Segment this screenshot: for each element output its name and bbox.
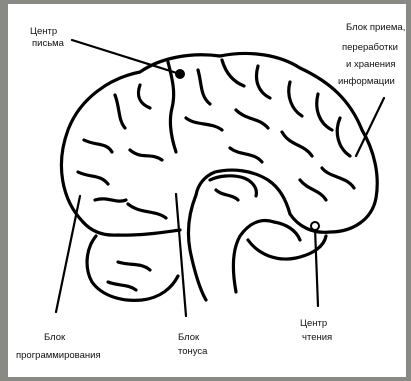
label-input-block: Блок приема, переработки и хранения инфо… bbox=[338, 22, 405, 87]
svg-text:программирования: программирования bbox=[16, 350, 101, 361]
svg-text:Блок приема,: Блок приема, bbox=[346, 22, 405, 33]
label-line: и хранения bbox=[346, 59, 396, 70]
brainstem bbox=[188, 195, 206, 300]
label-programming-block: Блок программирования bbox=[16, 332, 101, 361]
svg-text:Центр: Центр bbox=[30, 26, 57, 37]
writing-center-dot bbox=[175, 69, 185, 79]
svg-text:Блок: Блок bbox=[44, 332, 66, 343]
svg-text:письма: письма bbox=[32, 38, 65, 49]
label-line: программирования bbox=[16, 350, 101, 361]
pointer-writing-center bbox=[72, 40, 180, 74]
temporal-lobe bbox=[87, 236, 178, 300]
label-line: Блок bbox=[44, 332, 66, 343]
cerebellum bbox=[248, 236, 326, 259]
svg-text:переработки: переработки bbox=[342, 42, 398, 53]
pons bbox=[210, 176, 256, 196]
label-writing-center: Центр письма bbox=[30, 26, 65, 49]
label-tone-block: Блок тонуса bbox=[178, 332, 208, 357]
frontal-base bbox=[83, 222, 180, 235]
label-line: чтения bbox=[302, 332, 332, 343]
label-line: письма bbox=[32, 38, 65, 49]
svg-text:Блок: Блок bbox=[178, 332, 200, 343]
svg-text:Центр: Центр bbox=[300, 318, 327, 329]
pointer-reading-center bbox=[315, 228, 318, 306]
label-line: Центр bbox=[30, 26, 57, 37]
cerebellum-inner bbox=[274, 222, 300, 240]
label-line: Центр bbox=[300, 318, 327, 329]
label-reading-center: Центр чтения bbox=[300, 318, 332, 343]
svg-text:чтения: чтения bbox=[302, 332, 332, 343]
label-line: переработки bbox=[342, 42, 398, 53]
cerebrum-outline bbox=[61, 53, 377, 232]
label-line: тонуса bbox=[178, 346, 208, 357]
brain-drawing bbox=[61, 53, 377, 300]
svg-text:тонуса: тонуса bbox=[178, 346, 208, 357]
label-line: Блок bbox=[178, 332, 200, 343]
svg-text:информации: информации bbox=[338, 76, 395, 87]
pointer-tone-block bbox=[176, 194, 186, 316]
label-line: информации bbox=[338, 76, 395, 87]
reading-center-dot bbox=[311, 222, 319, 230]
pointer-programming-block bbox=[56, 196, 80, 312]
svg-text:и хранения: и хранения bbox=[346, 59, 396, 70]
label-line: Блок приема, bbox=[346, 22, 405, 33]
